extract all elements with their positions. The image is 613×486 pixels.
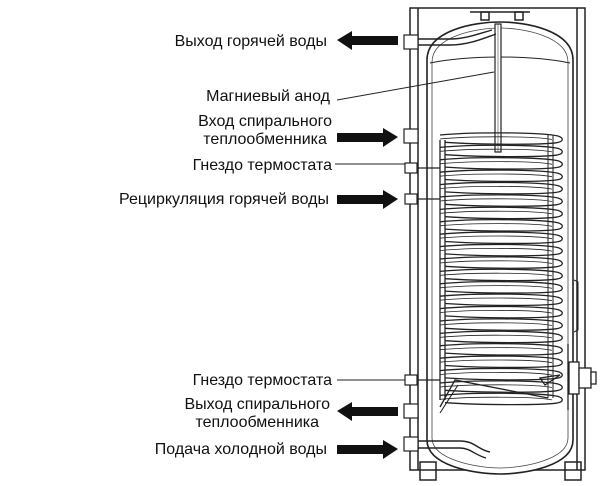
coil-turn-inner <box>439 260 553 264</box>
coil-turn-inner <box>439 223 553 227</box>
coil-turn-inner <box>439 186 553 190</box>
coil-turn-inner <box>439 248 553 252</box>
tank-inner-wall <box>431 27 569 469</box>
label-coil-inlet-line2: теплообменника <box>203 131 327 148</box>
label-cold-water-supply: Подача холодной воды <box>154 441 327 458</box>
label-magnesium-anode: Магниевый анод <box>206 88 330 105</box>
coil-turn <box>439 355 563 369</box>
coil-turn <box>439 256 563 269</box>
coil-turn <box>439 231 563 245</box>
coil-turn-inner <box>439 148 553 153</box>
coil-turn <box>439 157 563 170</box>
coil-turn-inner <box>439 210 553 215</box>
label-coil-inlet: Вход спирального теплообменника <box>198 113 332 149</box>
coil-turn <box>439 194 563 207</box>
label-hot-water-outlet: Выход горячей воды <box>174 33 327 50</box>
coil-turn <box>439 243 563 257</box>
coil-turn <box>439 132 563 145</box>
cold-water-pipe <box>408 440 491 453</box>
coil-turn <box>439 330 563 344</box>
leader-lines <box>335 71 495 381</box>
coil-turn-inner <box>439 310 553 314</box>
coil-turn-inner <box>439 235 553 240</box>
coil-turn <box>439 144 563 158</box>
coil-turn-inner <box>439 198 553 202</box>
coil-turn-inner <box>439 384 553 388</box>
coil-turn-inner <box>439 372 553 376</box>
label-coil-outlet-line1: Выход спирального <box>184 396 330 413</box>
label-hot-water-recirculation: Рециркуляция горячей воды <box>119 191 329 208</box>
coil-turn <box>439 281 563 294</box>
arrow-right-icon <box>337 128 398 147</box>
label-thermostat-socket-bottom: Гнездо термостата <box>192 372 332 389</box>
coil-turn-inner <box>439 322 553 326</box>
flow-arrows <box>337 31 398 459</box>
hot-water-pipe <box>408 29 493 40</box>
magnesium-anode <box>494 23 502 153</box>
label-thermostat-socket-top: Гнездо термостата <box>192 157 332 174</box>
coil-turn-inner <box>439 297 553 302</box>
heat-exchanger-coil <box>439 132 563 406</box>
label-coil-inlet-line1: Вход спирального <box>198 113 332 130</box>
coil-turn-inner <box>439 359 553 364</box>
coil-turn <box>439 169 563 183</box>
coil-turn <box>439 268 563 282</box>
coil-turn <box>439 318 563 331</box>
coil-turn <box>439 219 563 232</box>
coil-turn <box>439 305 563 319</box>
coil-turn-inner <box>439 396 553 401</box>
coil-turn <box>439 206 563 220</box>
coil-turn-inner <box>439 347 553 351</box>
arrow-right-icon <box>337 440 398 459</box>
label-coil-outlet-line2: теплообменника <box>195 414 320 431</box>
coil-turn-inner <box>439 136 553 140</box>
service-flange <box>538 344 597 410</box>
label-coil-outlet: Выход спирального теплообменника <box>184 396 330 432</box>
coil-turn-inner <box>439 161 553 165</box>
arrow-right-icon <box>337 190 398 209</box>
coil-turn-inner <box>439 334 553 339</box>
coil-turn-inner <box>439 173 553 178</box>
coil-turn <box>439 392 563 406</box>
coil-turn-inner <box>439 285 553 289</box>
coil-turn <box>439 380 563 393</box>
coil-turn <box>439 367 563 381</box>
coil-turn-inner <box>439 272 553 277</box>
coil-turn <box>439 181 563 195</box>
arrow-left-icon <box>337 31 398 50</box>
arrow-left-icon <box>337 402 398 421</box>
coil-turn <box>439 293 563 307</box>
connection-stubs <box>403 34 440 452</box>
coil-turn <box>439 343 563 356</box>
coil-outlet-feed <box>439 379 549 408</box>
